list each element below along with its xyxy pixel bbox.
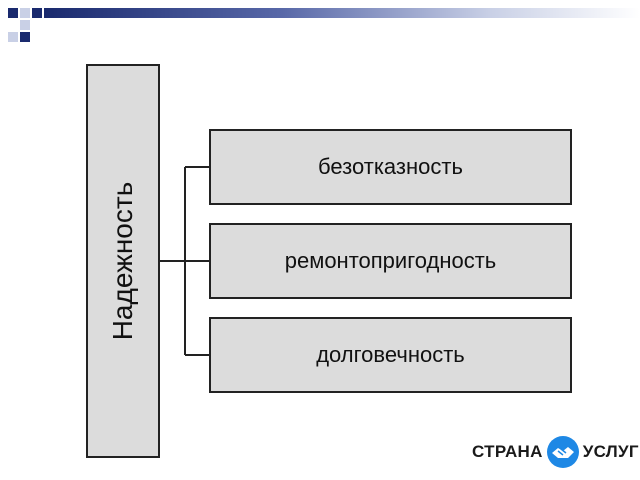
root-node-box: Надежность — [86, 64, 160, 458]
child-node-label: ремонтопригодность — [284, 248, 497, 273]
header-gradient-bar — [44, 8, 640, 18]
child-node-box: долговечность — [209, 317, 572, 393]
watermark-logo: СТРАНА УСЛУГ — [472, 432, 639, 472]
decor-square — [32, 8, 42, 18]
child-node-label: безотказность — [318, 154, 463, 179]
decor-square — [8, 32, 18, 42]
handshake-icon — [546, 436, 579, 468]
child-node-label: долговечность — [316, 342, 465, 367]
decor-square — [20, 20, 30, 30]
child-node-box: ремонтопригодность — [209, 223, 572, 299]
child-node-box: безотказность — [209, 129, 572, 205]
root-node-label: Надежность — [107, 181, 138, 341]
decor-square — [20, 32, 30, 42]
decor-square — [20, 8, 30, 18]
watermark-left-text: СТРАНА — [472, 442, 543, 461]
decor-square — [8, 8, 18, 18]
watermark-right-text: УСЛУГ — [582, 442, 639, 461]
